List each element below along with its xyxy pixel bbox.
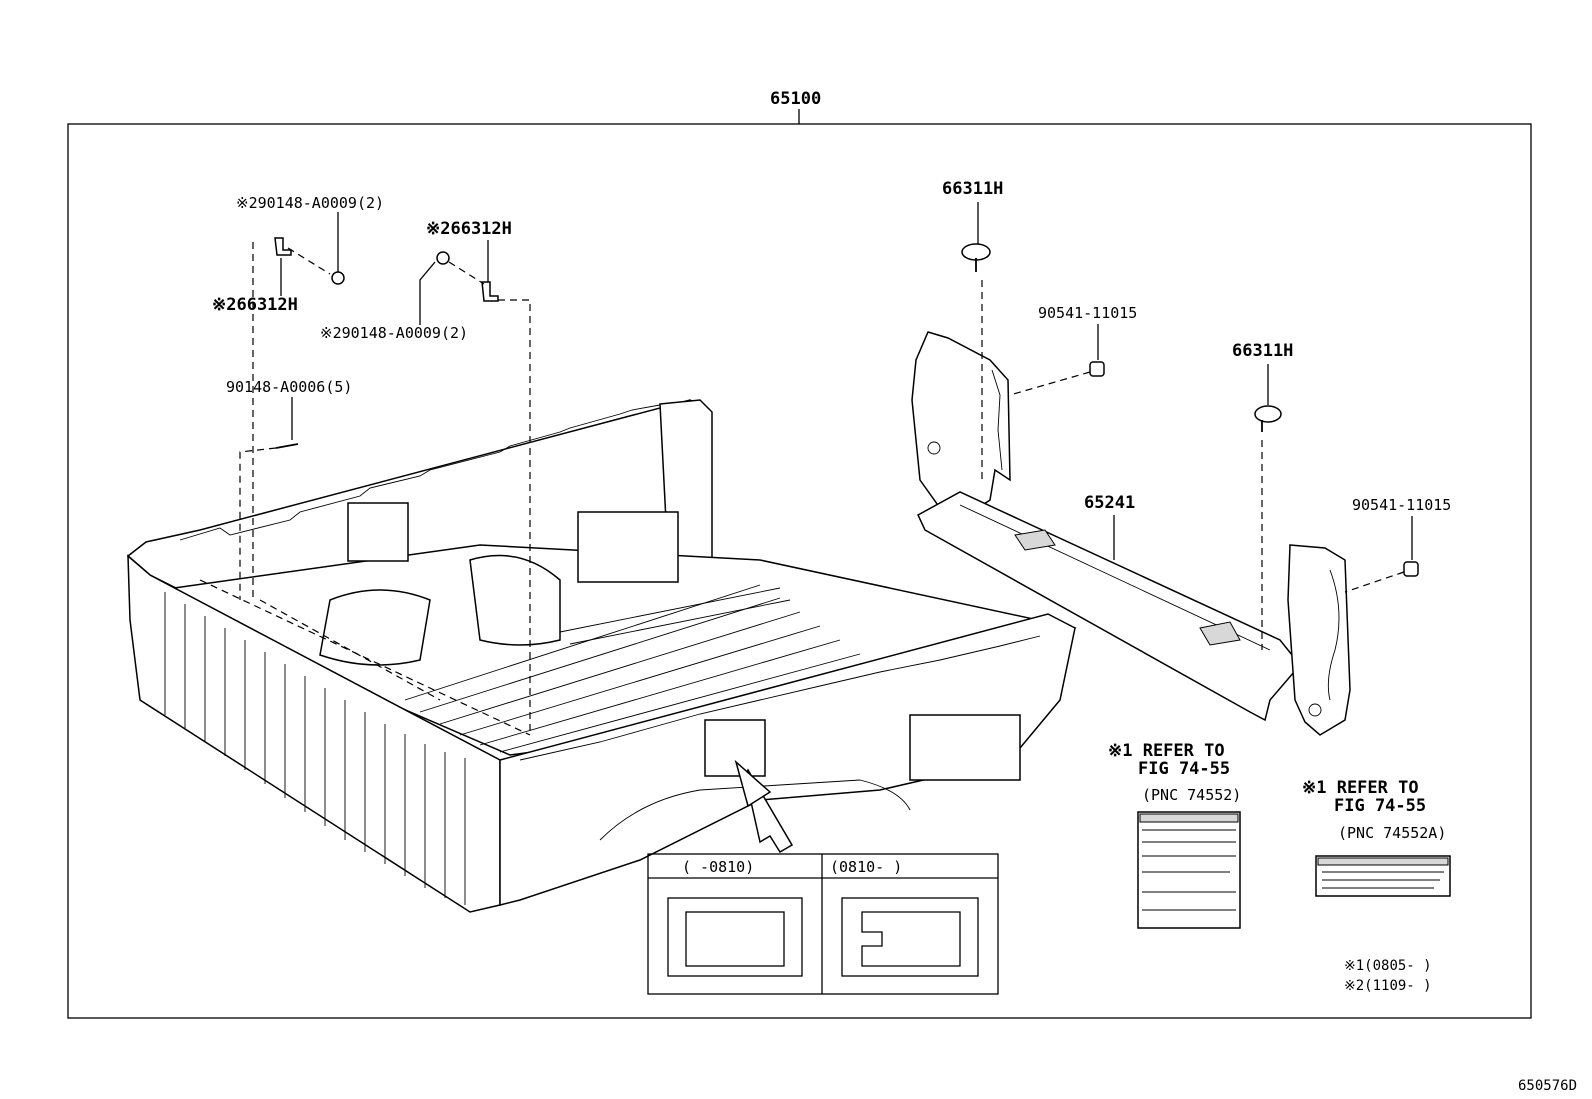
inset-left-header: ( -0810) [682,858,754,876]
refer-left: ※1 REFER TO FIG 74-55 (PNC 74552) [1108,741,1241,929]
callout-frame-65241[interactable]: 65241 [1084,493,1135,513]
grommet-icon [1403,561,1419,577]
truck-bed-drawing [126,399,1077,913]
callout-tiedown-left[interactable]: 66311H [942,179,1003,199]
callout-nut-lower-right[interactable]: ※290148-A0009(2) [320,324,468,342]
nut-icon [436,251,450,265]
callout-bracket-lower-left[interactable]: ※266312H [212,295,298,315]
callout-grommet-right[interactable]: 90541-11015 [1352,496,1451,514]
left-hardware-group: ※290148-A0009(2) ※266312H ※266312H ※2901… [199,194,531,736]
caution-label-icon [1137,811,1241,929]
refer-left-line1: ※1 REFER TO [1108,741,1225,761]
refer-right-line3: (PNC 74552A) [1338,824,1446,842]
callout-bracket-upper-right[interactable]: ※266312H [426,219,512,239]
grommet-icon [1089,361,1105,377]
nut-icon [331,271,345,285]
footnote-1: ※1(0805- ) [1344,958,1432,974]
rear-frame-drawing [911,331,1351,736]
bolt-icon [275,443,299,449]
label-65100[interactable]: 65100 [770,89,821,109]
refer-left-line2: FIG 74-55 [1138,759,1230,779]
callout-nut-upper-left[interactable]: ※290148-A0009(2) [236,194,384,212]
bracket-icon [274,237,292,256]
caution-label-icon [1315,855,1451,897]
callout-tiedown-right[interactable]: 66311H [1232,341,1293,361]
callout-grommet-left[interactable]: 90541-11015 [1038,304,1137,322]
callout-bolt-bed[interactable]: 90148-A0006(5) [226,378,352,396]
tie-down-hook-icon [961,243,991,261]
bracket-icon [481,281,499,302]
drawing-id: 650576D [1518,1078,1577,1094]
footnote-2: ※2(1109- ) [1344,978,1432,994]
refer-left-line3: (PNC 74552) [1142,786,1241,804]
refer-right-line2: FIG 74-55 [1334,796,1426,816]
refer-right-line1: ※1 REFER TO [1302,778,1419,798]
rear-frame-callouts: 66311H 90541-11015 66311H 65241 90541-11… [942,179,1451,650]
refer-right: ※1 REFER TO FIG 74-55 (PNC 74552A) [1302,778,1451,897]
inset-right-header: (0810- ) [830,858,902,876]
inset-label-comparison: ( -0810) (0810- ) [647,759,999,995]
tie-down-hook-icon [1254,405,1282,423]
